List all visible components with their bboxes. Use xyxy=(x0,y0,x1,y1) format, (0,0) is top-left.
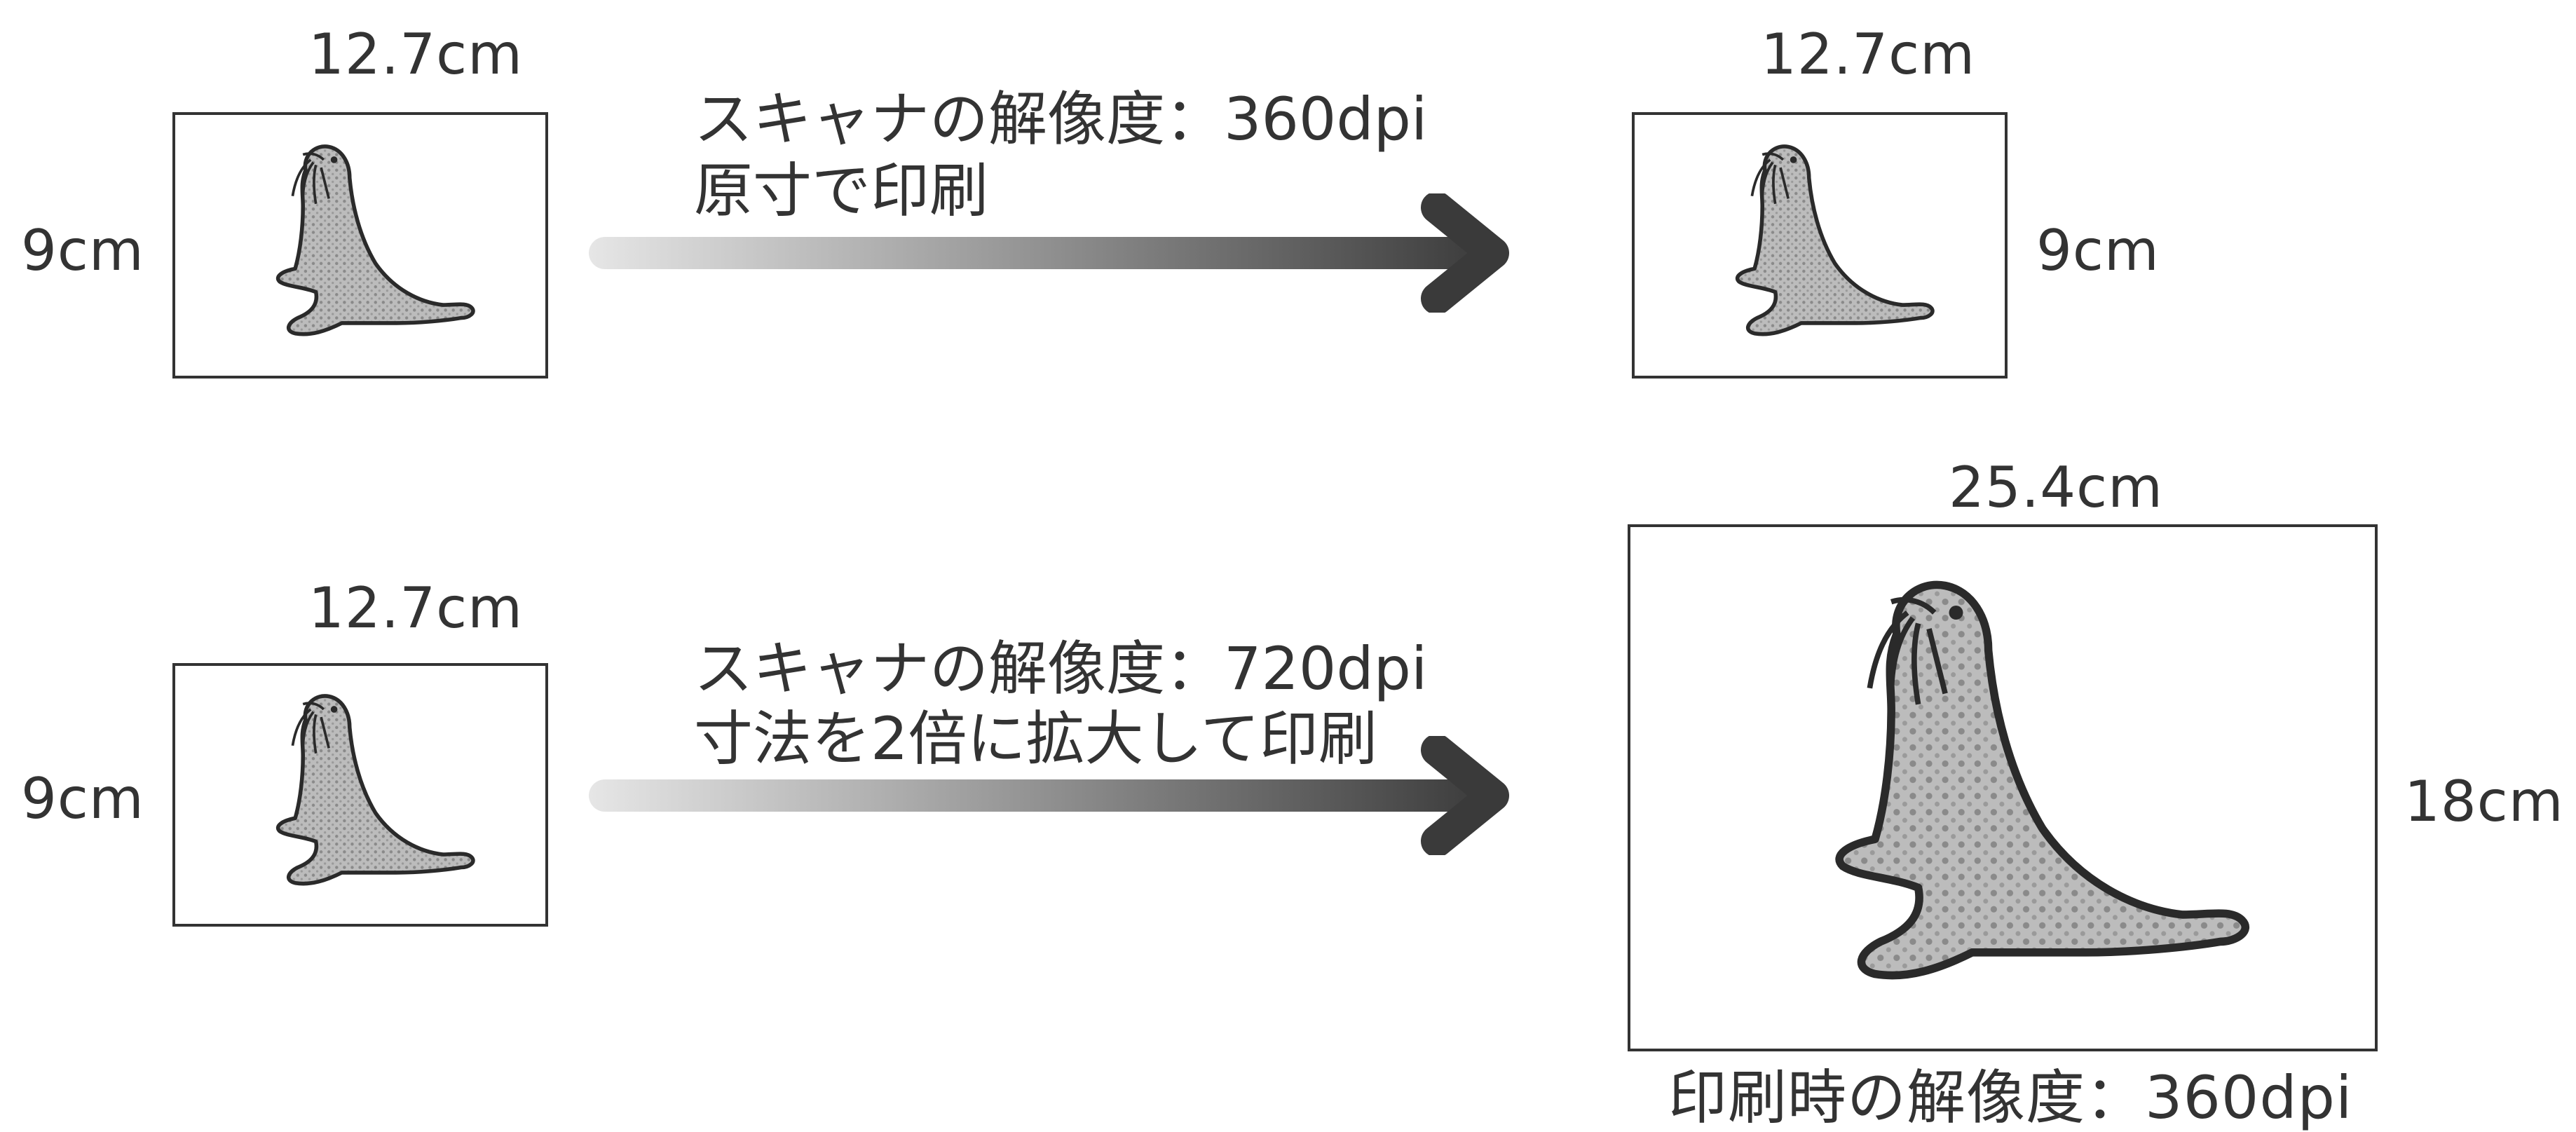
sea-lion-icon xyxy=(175,666,545,924)
row2-source-width-label: 12.7cm xyxy=(308,575,524,641)
sea-lion-icon xyxy=(1635,115,2005,376)
row1-source-image xyxy=(172,112,548,379)
row2-arrow xyxy=(589,736,1570,855)
row1-output-height-label: 9cm xyxy=(2036,218,2160,283)
row2-output-footer: 印刷時の解像度：360dpi xyxy=(1668,1063,2353,1132)
row2-output-width-label: 25.4cm xyxy=(1949,455,2164,520)
row1-output-image xyxy=(1632,112,2008,379)
row1-caption-line1: スキャナの解像度：360dpi xyxy=(694,85,1428,154)
row2-output-height-label: 18cm xyxy=(2404,769,2564,834)
row2-caption-line2: 寸法を2倍に拡大して印刷 xyxy=(694,704,1377,773)
row2-caption-line1: スキャナの解像度：720dpi xyxy=(694,634,1428,703)
row1-output-width-label: 12.7cm xyxy=(1761,22,1976,87)
row1-arrow xyxy=(589,193,1570,313)
row1-caption-line2: 原寸で印刷 xyxy=(694,156,989,225)
row2-source-image xyxy=(172,663,548,927)
row2-source-height-label: 9cm xyxy=(21,766,144,831)
row1-source-height-label: 9cm xyxy=(21,218,144,283)
arrow-right-icon xyxy=(589,193,1509,313)
arrow-right-icon xyxy=(589,736,1509,855)
sea-lion-icon xyxy=(175,115,545,376)
row2-output-image xyxy=(1628,524,2378,1051)
sea-lion-icon xyxy=(1630,527,2375,1049)
row1-source-width-label: 12.7cm xyxy=(308,22,524,87)
